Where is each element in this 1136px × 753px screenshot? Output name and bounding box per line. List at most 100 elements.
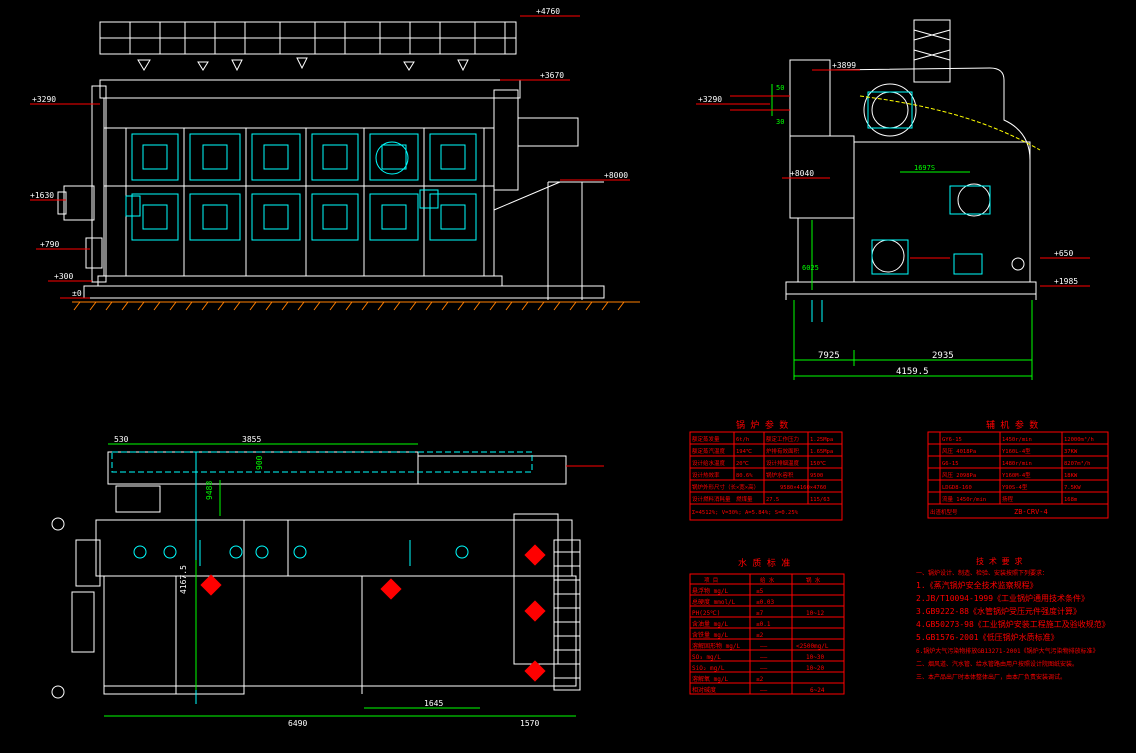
- front-view-panels: [125, 133, 477, 241]
- water-quality-table: 水 质 标 准 项 目 给 水 锅 水 悬浮物 mg/L ≤5 总硬度 mmol…: [689, 557, 845, 695]
- wq-r4b: ≤2: [756, 632, 764, 639]
- wq-h0: 项 目: [704, 577, 718, 584]
- plan-dim-900: 900: [255, 455, 264, 470]
- boiler-params-table: 锅 炉 参 数 额定蒸发量 6t/h 额定工作压力 1.25Mpa 额定蒸汽温度…: [689, 419, 843, 521]
- ax-r5a: 流量 1450r/min: [942, 495, 986, 503]
- bp-r3a: 设计热效率: [692, 471, 720, 479]
- wq-r7a: SiO₂ mg/L: [692, 665, 725, 672]
- wq-r5b: ——: [760, 643, 768, 650]
- ax-r0a: GY6-15: [942, 437, 962, 443]
- plan-dim-4167: 4167.5: [179, 565, 188, 594]
- side-dim-top: 1697S: [914, 164, 935, 172]
- plan-view-dims: [104, 443, 576, 717]
- bp-r0b: 6t/h: [736, 437, 749, 443]
- side-view-dim-labels: 1697S 7925 2935 4159.5 6025 50 30: [776, 84, 954, 377]
- bp-r3b: 80.6%: [736, 473, 753, 479]
- bp-r3d: 9500: [810, 473, 823, 479]
- bp-r5c: 27.5: [766, 497, 779, 503]
- level-label-3670: +3670: [540, 71, 564, 80]
- side-view: [785, 19, 1037, 300]
- wq-r3a: 含油量 mg/L: [692, 620, 728, 628]
- wq-r0b: ≤5: [756, 588, 764, 595]
- wq-r6a: SO₃ mg/L: [692, 654, 721, 661]
- aux-params-title: 辅 机 参 数: [986, 419, 1038, 431]
- side-level-1985: +1985: [1054, 277, 1078, 286]
- ax-r0b: 1450r/min: [1002, 437, 1032, 443]
- ax-r2b: 1480r/min: [1002, 461, 1032, 467]
- bp-r3c: 锅炉水容积: [766, 471, 794, 479]
- ax-r3a: 风压 2098Pa: [942, 472, 976, 479]
- bp-r2b: 20℃: [736, 461, 750, 467]
- side-dim-4159: 4159.5: [896, 367, 929, 377]
- front-view-level-lines: [30, 15, 630, 299]
- side-level-3899: +3899: [832, 61, 856, 70]
- ax-r5b: 扬程: [1002, 495, 1014, 503]
- level-label-4760: +4760: [536, 7, 560, 16]
- plan-dim-530: 530: [114, 435, 129, 444]
- plan-view-dim-labels: 530 3855 6490 1645 1570 4167.5 9488 900: [114, 435, 539, 728]
- ax-r3b: Y160M-4型: [1002, 471, 1031, 479]
- level-label-3290: +3290: [32, 95, 56, 104]
- notes-line-0: 一、锅炉设计、制造、检验、安装按照下列要求：: [916, 569, 1048, 577]
- side-view-level-lines: [696, 69, 1090, 287]
- notes-line-6: 6.锅炉大气污染物排放GB13271-2001《锅炉大气污染物排放标准》: [916, 647, 1099, 655]
- ax-r1c: 37KW: [1064, 449, 1078, 455]
- level-label-1630: +1630: [30, 191, 54, 200]
- front-view-ground: [72, 301, 640, 311]
- notes-line-8: 三、本产品出厂时本体整体出厂，由本厂负责安装调试。: [916, 673, 1066, 681]
- bp-r4a: 锅炉外形尺寸（长×宽×高）: [692, 483, 759, 491]
- bp-r0c: 额定工作压力: [766, 435, 799, 443]
- ax-r0c: 12000m³/h: [1064, 436, 1094, 443]
- notes-line-7: 二、烟风道、汽水管、给水管路由用户按照设计院图纸安装。: [916, 660, 1078, 668]
- side-level-650: +650: [1054, 249, 1073, 258]
- bp-r4d: 9580×4160×4760: [780, 485, 826, 491]
- bp-r5b: 燃煤量: [736, 495, 753, 503]
- side-dim-7925: 7925: [818, 351, 840, 361]
- level-label-790: +790: [40, 240, 59, 249]
- ax-r2c: 8207m³/h: [1064, 460, 1091, 467]
- ax-r6a: 出渣机型号: [930, 508, 958, 516]
- wq-r6c: 10~30: [806, 654, 824, 661]
- notes-line-2: 2.JB/T10094-1999《工业锅炉通用技术条件》: [916, 593, 1089, 603]
- bp-r2c: 设计排烟温度: [766, 459, 800, 467]
- notes-line-1: 1.《蒸汽锅炉安全技术监察规程》: [916, 580, 1038, 590]
- wq-r7c: 10~20: [806, 665, 824, 672]
- side-tick-50: 50: [776, 84, 784, 92]
- side-view-dims: [771, 84, 1033, 380]
- front-view-level-labels: +4760 +3670 +3290 +8000 +1630 +790 +300 …: [30, 7, 628, 298]
- plan-dim-6490: 6490: [288, 719, 307, 728]
- side-dim-6025: 6025: [802, 264, 819, 272]
- wq-r2a: PH(25℃): [692, 610, 720, 617]
- aux-params-table: 辅 机 参 数 GY6-15 1450r/min 12000m³/h 风压 40…: [927, 419, 1109, 519]
- bp-r1d: 1.65Mpa: [810, 449, 833, 455]
- plan-dim-3855: 3855: [242, 435, 261, 444]
- bp-r1b: 194℃: [736, 449, 753, 455]
- side-view-pipes: [859, 95, 1041, 151]
- front-view: [57, 21, 605, 300]
- bp-r1a: 额定蒸汽温度: [692, 447, 726, 455]
- boiler-params-title: 锅 炉 参 数: [736, 419, 788, 431]
- ax-r1b: Y160L-4型: [1002, 447, 1031, 455]
- side-dim-2935: 2935: [932, 351, 954, 361]
- bp-r5d: 115/63: [810, 497, 830, 503]
- notes-line-4: 4.GB50273-98《工业锅炉安装工程施工及验收规范》: [916, 619, 1110, 629]
- wq-r3b: ≤0.1: [756, 621, 771, 628]
- bp-r2a: 设计给水温度: [692, 459, 726, 467]
- wq-r4a: 含铁量 mg/L: [692, 631, 728, 639]
- bp-r0d: 1.25Mpa: [810, 437, 833, 443]
- wq-r9b: ——: [760, 687, 768, 694]
- ax-r4c: 7.5KW: [1064, 485, 1081, 491]
- notes-line-3: 3.GB9222-88《水管锅炉受压元件强度计算》: [916, 606, 1081, 616]
- wq-h1: 给 水: [760, 576, 775, 584]
- plan-dim-9488: 9488: [205, 481, 214, 500]
- bp-r2d: 150℃: [810, 461, 827, 467]
- bp-r5a: 设计燃料消耗量: [692, 495, 731, 503]
- ax-r1a: 风压 4018Pa: [942, 448, 976, 455]
- level-label-8000: +8000: [604, 171, 628, 180]
- plan-view-detail: [111, 451, 533, 704]
- water-quality-title: 水 质 标 准: [738, 557, 790, 569]
- wq-r8b: ≤2: [756, 676, 764, 683]
- wq-r1a: 总硬度 mmol/L: [692, 598, 736, 606]
- wq-r7b: ——: [760, 665, 768, 672]
